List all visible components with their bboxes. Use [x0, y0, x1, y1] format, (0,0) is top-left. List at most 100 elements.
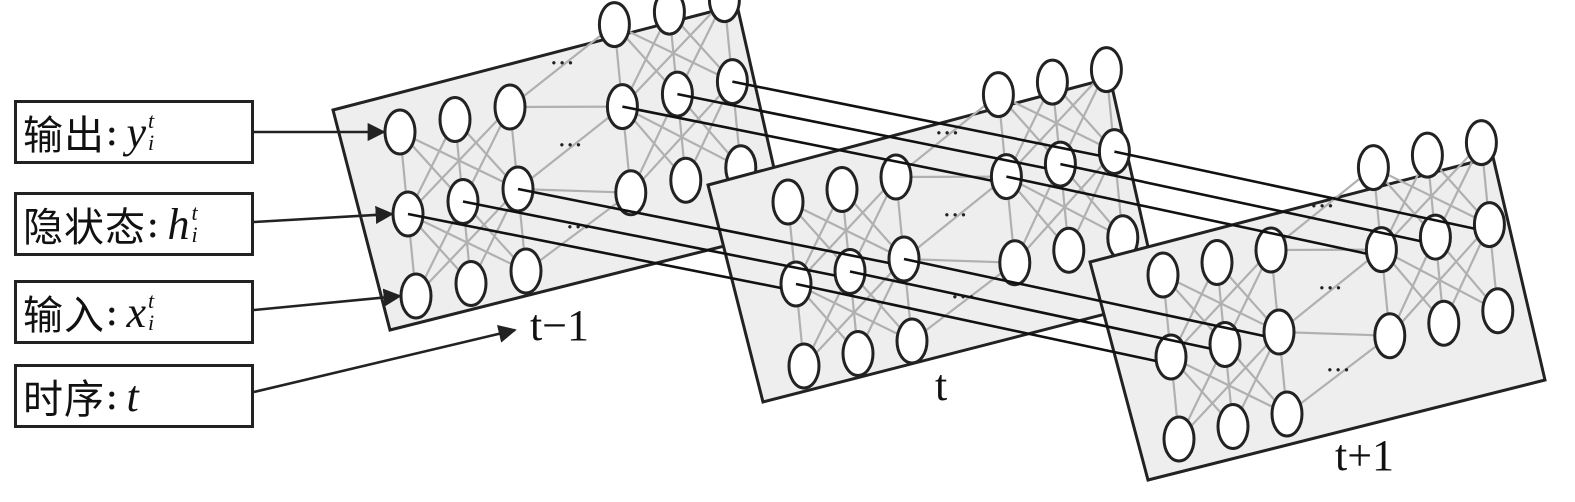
- network-edge: [911, 261, 1016, 342]
- network-edge: [1013, 150, 1116, 264]
- ellipsis-text: ···: [566, 213, 591, 243]
- neuron-node: [1373, 312, 1407, 360]
- output-sub: i: [148, 130, 155, 155]
- output-label-text: 输出: [23, 113, 105, 159]
- hidden-state-arrow: [253, 205, 394, 225]
- cross-step-connections: [407, 80, 1475, 363]
- neuron-node: [1154, 333, 1188, 381]
- neuron-node: [597, 1, 631, 49]
- recurrent-connection: [1114, 150, 1475, 230]
- input-colon: :: [105, 289, 119, 335]
- neuron-node: [383, 108, 417, 156]
- input-symbol: x: [126, 287, 147, 337]
- network-edge: [895, 93, 1000, 178]
- time-step-label: t−1: [530, 301, 589, 350]
- network-edge: [509, 23, 616, 108]
- neuron-node: [981, 71, 1015, 119]
- network-edge: [1005, 68, 1108, 178]
- neuron-node: [1035, 58, 1069, 106]
- time-step-panel: ··· ··· ···: [331, 0, 790, 332]
- recurrent-connection: [732, 80, 1100, 157]
- time-step-labels: t−1 t t+1: [530, 301, 1394, 480]
- neuron-node: [493, 83, 527, 131]
- recurrent-connection: [622, 105, 992, 182]
- ellipsis-text: ···: [943, 201, 968, 231]
- network-edge: [517, 187, 631, 194]
- hidden-sub: i: [191, 222, 198, 247]
- neuron-node: [1162, 415, 1196, 463]
- input-sup: t: [148, 288, 155, 313]
- output-sup: t: [148, 108, 155, 133]
- neuron-node: [1464, 119, 1498, 167]
- network-edge: [517, 105, 624, 190]
- network-edge: [1286, 334, 1391, 415]
- neuron-node: [614, 169, 648, 217]
- recurrent-connection: [1060, 162, 1421, 243]
- hidden-colon: :: [146, 201, 160, 247]
- network-edge: [415, 188, 519, 297]
- neuron-node: [669, 156, 703, 204]
- hidden-state-symbol: h: [167, 199, 190, 249]
- neuron-node: [1472, 201, 1506, 249]
- network-edge: [1380, 141, 1483, 251]
- neuron-node: [509, 247, 543, 295]
- label-arrows: [253, 122, 517, 394]
- neuron-node: [1427, 299, 1461, 347]
- hidden-sup: t: [191, 200, 198, 225]
- network-edge: [621, 0, 726, 108]
- neuron-node: [1216, 403, 1250, 450]
- neuron-node: [1052, 226, 1086, 274]
- neuron-node: [787, 342, 821, 390]
- time-label-text: 时序: [23, 377, 105, 423]
- output-symbol: y: [126, 107, 147, 157]
- network-edge: [525, 191, 632, 272]
- recurrent-connection: [462, 200, 836, 277]
- hidden-state-label-text: 隐状态: [23, 205, 146, 251]
- neuron-node: [399, 272, 433, 320]
- network-edge: [407, 106, 511, 215]
- neuron-node: [895, 317, 929, 365]
- network-edge: [1278, 330, 1390, 337]
- neuron-node: [1418, 213, 1452, 261]
- time-step-label: t: [935, 361, 947, 410]
- ellipsis-text: ···: [1318, 274, 1343, 304]
- network-edge: [1178, 331, 1280, 440]
- network-edge: [903, 175, 1008, 260]
- ellipsis-text: ···: [558, 131, 583, 161]
- time-arrow: [253, 324, 517, 394]
- recurrent-connection: [1006, 175, 1367, 255]
- network-edge: [795, 176, 897, 285]
- neuron-node: [1089, 46, 1123, 94]
- neuron-node: [1410, 131, 1444, 179]
- neurons: [1146, 119, 1515, 463]
- neuron-node: [454, 260, 488, 307]
- neuron-node: [1481, 287, 1515, 335]
- time-step-panel: ·········: [706, 46, 1162, 404]
- neuron-node: [1254, 226, 1288, 274]
- neuron-node: [707, 0, 741, 24]
- neuron-node: [879, 153, 913, 201]
- input-sub: i: [148, 310, 155, 335]
- input-arrow: [253, 288, 402, 312]
- time-step-label: t+1: [1335, 431, 1394, 480]
- neurons: [771, 46, 1140, 390]
- input-label-text: 输入: [23, 293, 105, 339]
- recurrent-connection: [677, 92, 1046, 170]
- network-edge: [1388, 223, 1491, 337]
- neuron-node: [1364, 226, 1398, 274]
- neuron-node: [1270, 390, 1304, 438]
- time-symbol: t: [126, 371, 139, 421]
- network-edge: [1278, 248, 1383, 333]
- ellipsis-text: ···: [550, 49, 575, 79]
- time-colon: :: [105, 373, 119, 419]
- neuron-node: [825, 166, 859, 213]
- neuron-node: [1146, 251, 1180, 299]
- ellipsis-text: ···: [1326, 356, 1351, 386]
- neuron-node: [1356, 144, 1390, 192]
- neuron-node: [1262, 308, 1296, 356]
